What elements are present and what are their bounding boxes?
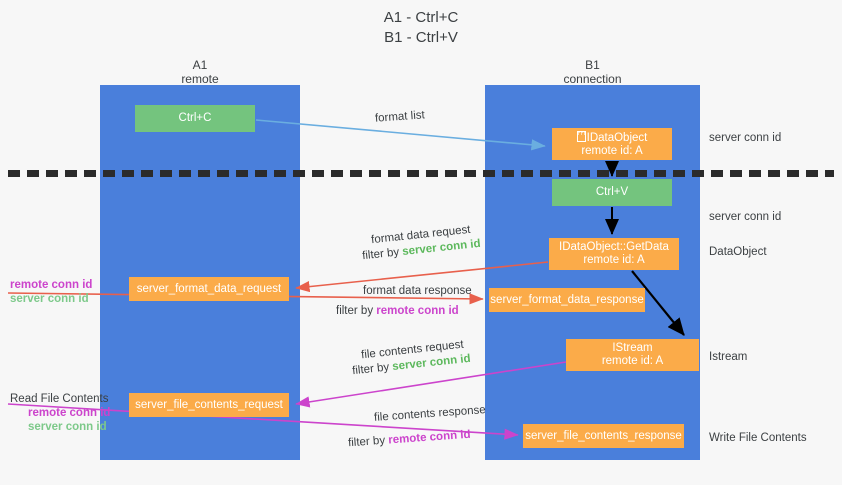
filter-prefix: filter by xyxy=(336,305,377,317)
diagram-title: A1 - Ctrl+C B1 - Ctrl+V xyxy=(0,8,842,48)
column-header-b1: B1 connection xyxy=(485,58,700,86)
node-istream-subtext: remote id: A xyxy=(601,355,664,367)
node-server-format-data-response-label: server_format_data_response xyxy=(490,293,644,306)
column-b1-name: B1 xyxy=(585,58,600,72)
node-server-file-contents-response-label: server_file_contents_response xyxy=(525,429,682,442)
node-ctrl-c-label: Ctrl+C xyxy=(178,112,212,124)
node-idataobject-text: IDataObject xyxy=(586,131,648,144)
node-server-format-data-response[interactable]: server_format_data_response xyxy=(489,288,645,312)
node-getdata-subtext: remote id: A xyxy=(583,254,645,266)
phase-divider xyxy=(8,170,834,177)
annotation-right-server-conn-id-top: server conn id xyxy=(709,132,782,144)
node-ctrl-c[interactable]: Ctrl+C xyxy=(135,105,255,132)
column-b1-role: connection xyxy=(563,72,622,86)
node-server-file-contents-response[interactable]: server_file_contents_response xyxy=(523,424,684,448)
edge-label-file-contents-response-filter: filter by remote conn id xyxy=(348,428,471,452)
annotation-read-file-contents-title: Read File Contents xyxy=(10,393,109,405)
edge-label-format-data-response: format data response xyxy=(363,284,472,299)
node-ctrl-v-label: Ctrl+V xyxy=(595,186,629,198)
node-server-format-data-request-label: server_format_data_request xyxy=(136,282,282,295)
annotation-left-conn-ids: remote conn id server conn id xyxy=(10,278,92,306)
edge-label-format-data-response-text: format data response xyxy=(363,285,472,297)
edge-label-format-data-response-filter: filter by remote conn id xyxy=(336,304,459,319)
title-line-1: A1 - Ctrl+C xyxy=(383,9,459,26)
node-server-file-contents-request-label: server_file_contents_request xyxy=(135,398,283,411)
annotation-right-server-conn-id-second: server conn id xyxy=(709,211,782,223)
node-getdata-label: IDataObject::GetData xyxy=(559,241,669,253)
node-ctrl-v[interactable]: Ctrl+V xyxy=(552,179,672,206)
column-a1-name: A1 xyxy=(192,58,208,72)
annotation-right-dataobject: DataObject xyxy=(709,246,767,258)
annotation-remote-conn-id: remote conn id xyxy=(10,279,93,291)
edge-label-file-contents-response-text: file contents response xyxy=(373,404,487,424)
node-idataobject-subtext: remote id: A xyxy=(581,144,643,157)
missing-glyph-icon: FFFD xyxy=(576,130,586,142)
annotation-right-istream: Istream xyxy=(709,351,748,363)
node-server-format-data-request[interactable]: server_format_data_request xyxy=(129,277,289,301)
annotation-remote-conn-id: remote conn id xyxy=(28,407,111,419)
edge-label-file-contents-response: file contents response xyxy=(374,403,487,426)
node-server-file-contents-request[interactable]: server_file_contents_request xyxy=(129,393,289,417)
column-a1-role: remote xyxy=(181,72,219,86)
node-istream-label: IStream xyxy=(612,342,653,354)
node-idataobject[interactable]: FFFDIDataObject remote id: A xyxy=(552,128,672,160)
edge-label-format-list-text: format list xyxy=(374,109,426,125)
title-line-2: B1 - Ctrl+V xyxy=(384,29,458,46)
filter-key-remote-conn-id: remote conn id xyxy=(387,428,471,447)
annotation-right-write-file-contents: Write File Contents xyxy=(709,432,807,444)
filter-prefix: filter by xyxy=(361,246,403,263)
filter-prefix: filter by xyxy=(351,361,393,378)
filter-prefix: filter by xyxy=(347,434,389,450)
annotation-read-file-contents: Read File Contents remote conn id server… xyxy=(10,392,110,434)
node-idataobject-label: FFFDIDataObject xyxy=(576,130,648,145)
annotation-server-conn-id: server conn id xyxy=(28,421,107,433)
filter-key-remote-conn-id: remote conn id xyxy=(376,305,459,317)
column-header-a1: A1 remote xyxy=(100,58,300,86)
node-getdata[interactable]: IDataObject::GetData remote id: A xyxy=(549,238,679,270)
annotation-server-conn-id: server conn id xyxy=(10,293,89,305)
edge-label-format-list: format list xyxy=(375,108,426,126)
node-istream[interactable]: IStream remote id: A xyxy=(566,339,699,371)
